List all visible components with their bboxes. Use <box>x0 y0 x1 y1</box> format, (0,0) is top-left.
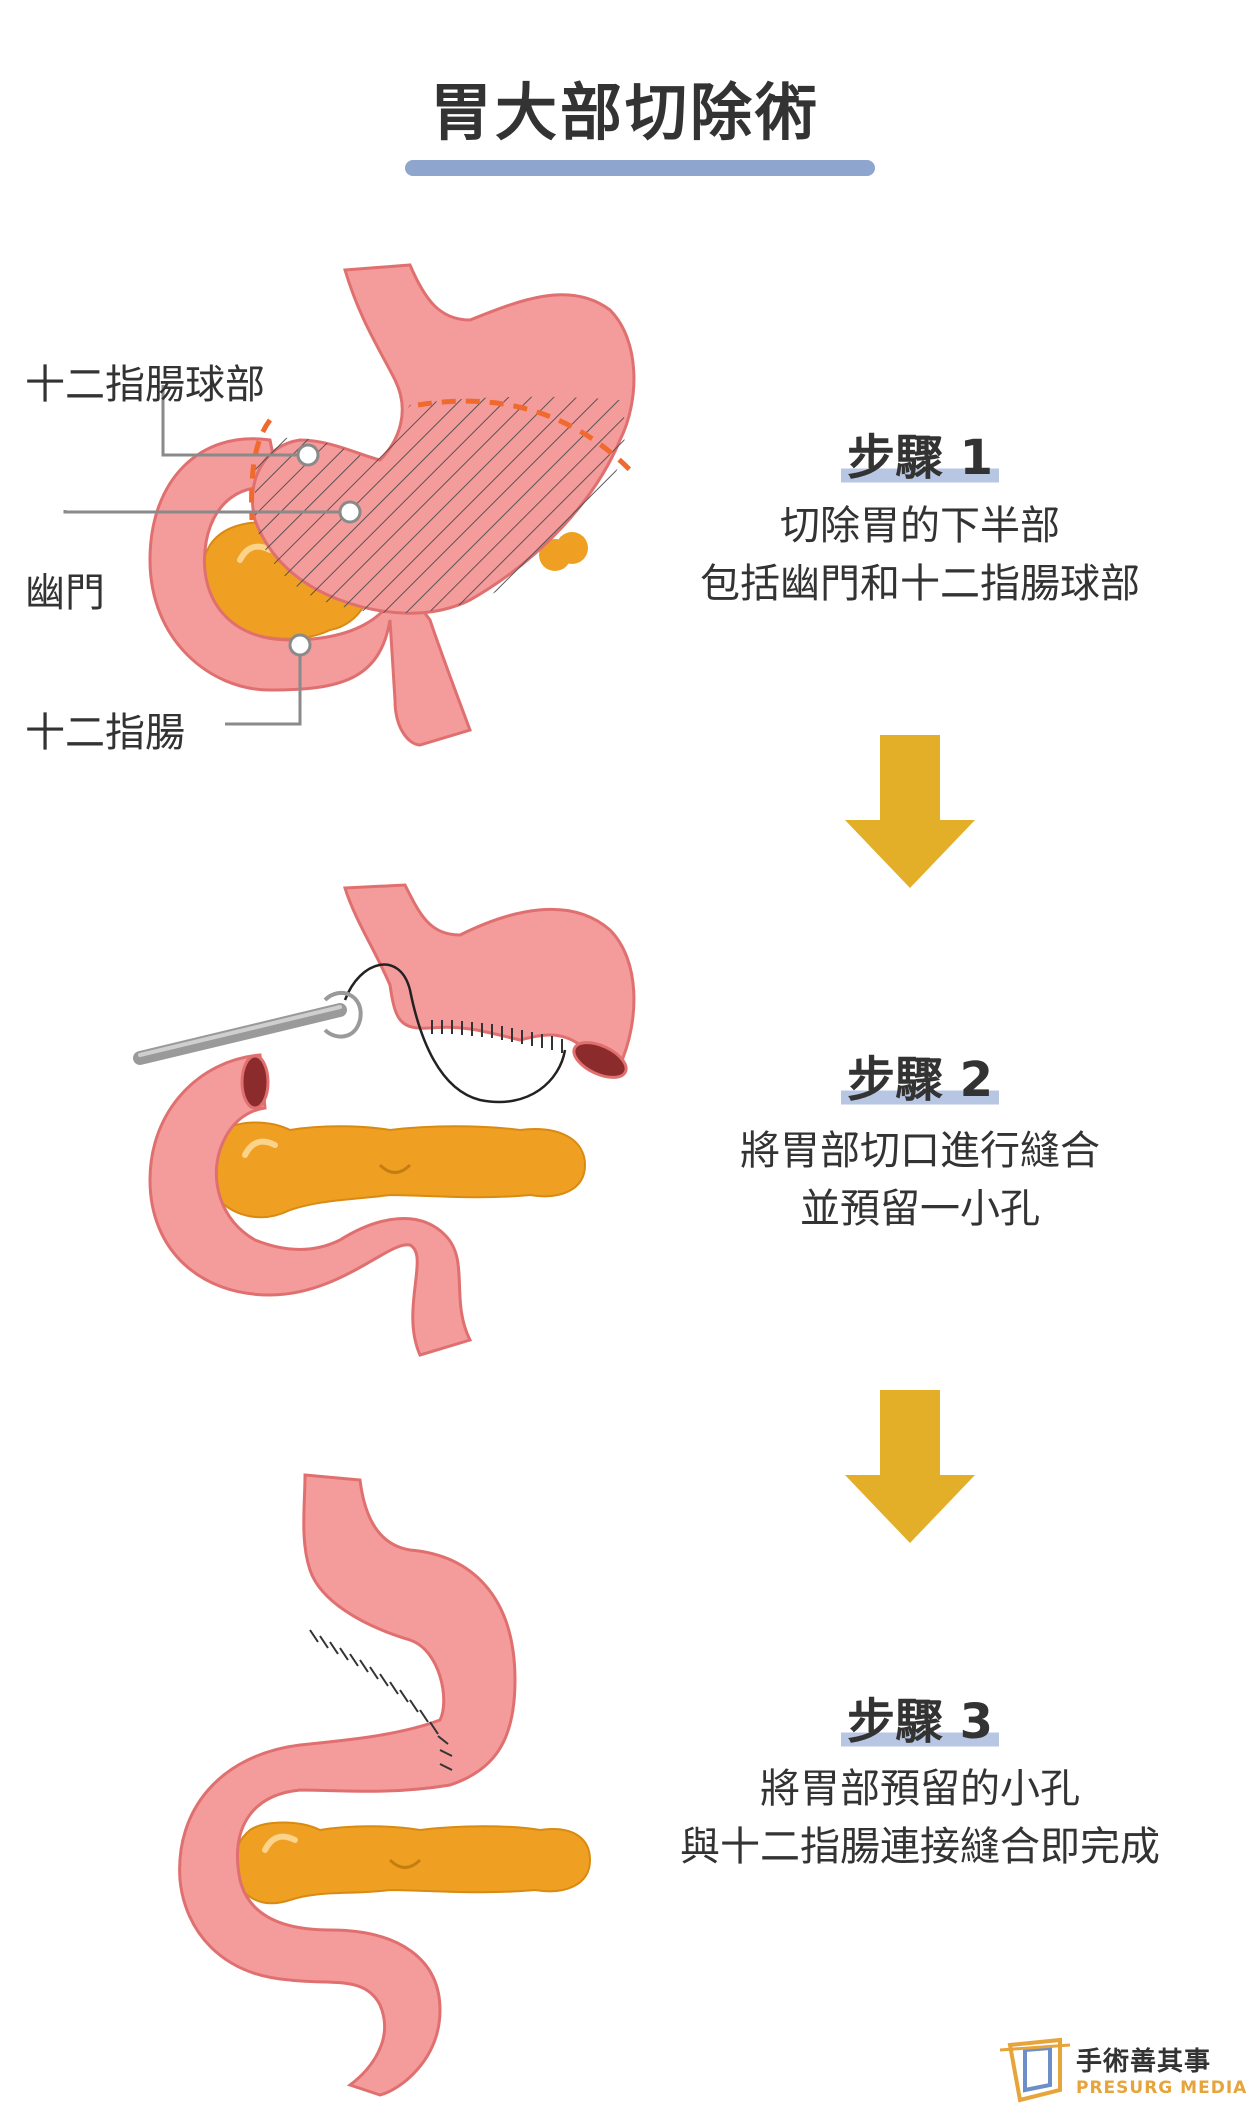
logo-name: 手術善其事 <box>1076 2047 1212 2077</box>
pancreas-3 <box>233 1821 592 1905</box>
down-arrow-icon <box>845 735 975 888</box>
step2-heading-text: 步驟 2 <box>840 1040 1000 1110</box>
resection-area <box>255 396 625 614</box>
step2-diagram <box>133 883 636 1357</box>
title-underline <box>405 160 875 176</box>
step1-line1: 切除胃的下半部 <box>780 503 1060 549</box>
step3-heading: 步驟 3 <box>640 1682 1200 1752</box>
step2-line2: 並預留一小孔 <box>800 1186 1040 1232</box>
step2-line1: 將胃部切口進行縫合 <box>740 1128 1100 1174</box>
duodenum-1 <box>148 437 472 747</box>
down-arrow-icon <box>845 1390 975 1543</box>
step3-description: 將胃部預留的小孔 與十二指腸連接縫合即完成 <box>620 1760 1220 1876</box>
step1-heading-text: 步驟 1 <box>840 418 1000 488</box>
stomach-2 <box>342 883 636 1068</box>
label-duodenum: 十二指腸 <box>25 710 185 756</box>
cut-line <box>417 398 632 472</box>
step3-line1: 將胃部預留的小孔 <box>760 1766 1080 1812</box>
label-pylorus: 幽門 <box>25 570 105 616</box>
step3-heading-text: 步驟 3 <box>840 1682 1000 1752</box>
step2-description: 將胃部切口進行縫合 並預留一小孔 <box>620 1122 1220 1238</box>
step3-line2: 與十二指腸連接縫合即完成 <box>680 1824 1160 1870</box>
step2-heading: 步驟 2 <box>640 1040 1200 1110</box>
step1-heading: 步驟 1 <box>640 418 1200 488</box>
page-title: 胃大部切除術 <box>429 76 820 149</box>
cut-line-duodenum <box>249 418 273 521</box>
stomach-duodenum-3 <box>178 1473 517 2097</box>
logo-icon <box>999 2037 1071 2103</box>
step1-description: 切除胃的下半部 包括幽門和十二指腸球部 <box>620 497 1220 613</box>
step1-line2: 包括幽門和十二指腸球部 <box>700 561 1140 607</box>
pancreas-2 <box>208 1121 587 1219</box>
label-duodenal-bulb: 十二指腸球部 <box>25 362 265 408</box>
duodenum-2 <box>148 1053 473 1357</box>
step1-diagram <box>63 263 636 747</box>
step3-diagram <box>178 1473 592 2097</box>
logo-subtitle: PRESURG MEDIA <box>1076 2078 1248 2098</box>
surgical-needle-icon <box>133 990 363 1065</box>
